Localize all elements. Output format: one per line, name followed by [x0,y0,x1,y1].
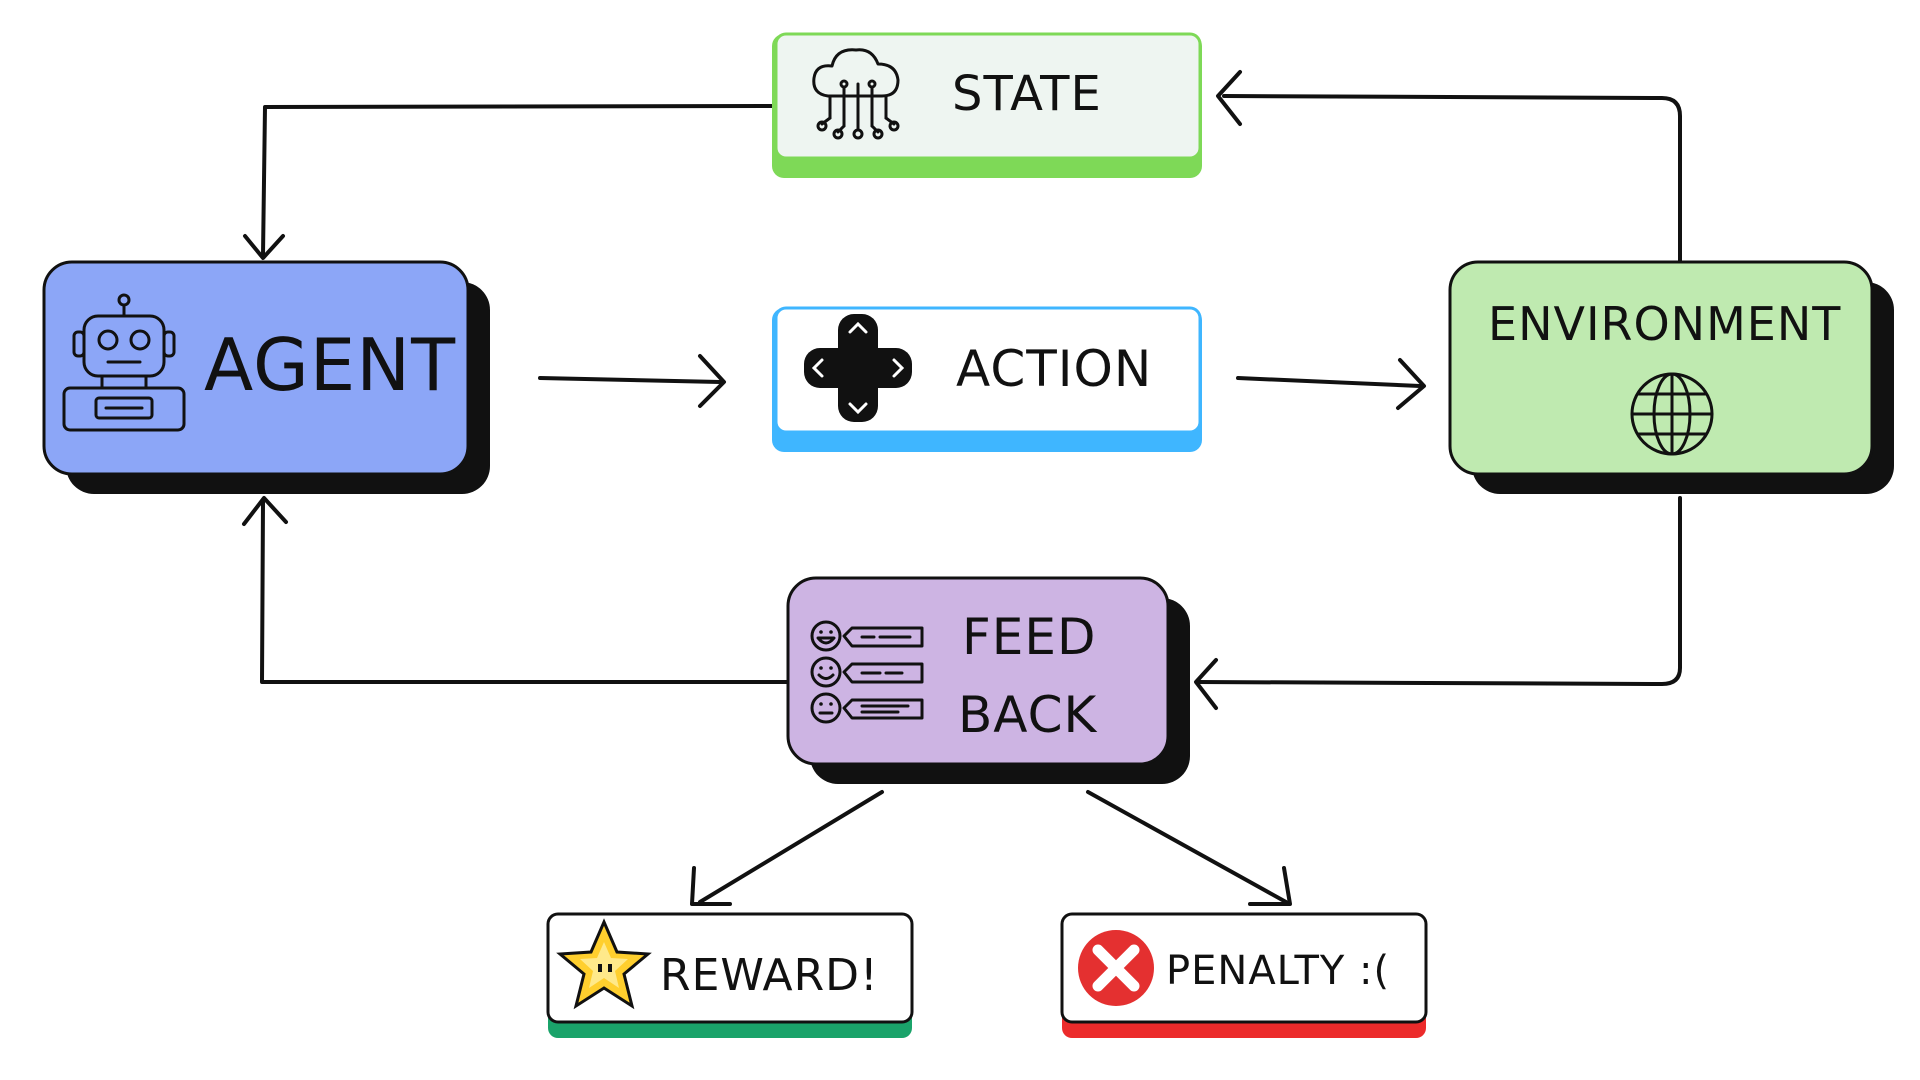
state-label: STATE [952,66,1102,122]
penalty-card-body [1060,912,1428,1024]
arrow-feedback-to-agent-head [242,496,288,526]
arrow-agent-to-action-head [698,354,726,408]
arrow-action-to-environment [1236,376,1422,388]
action-card-body [774,306,1202,434]
star-icon [556,918,652,1010]
penalty-label: PENALTY :( [1166,948,1390,994]
action-card: ACTION [772,306,1202,452]
reward-card: REWARD! [546,912,914,1038]
reward-card-body [546,912,914,1024]
environment-card-body [1448,260,1874,476]
arrow-state-to-agent-head [243,234,285,260]
agent-card: AGENT [42,260,490,494]
arrow-environment-to-state [1222,94,1682,264]
feedback-label-line2: BACK [958,686,1098,744]
globe-icon [1630,372,1714,456]
arrow-feedback-to-reward-head [690,866,732,906]
cloud-circuit-icon [812,48,900,140]
arrow-environment-to-feedback [1196,496,1682,686]
agent-label: AGENT [204,323,456,407]
connectors [242,70,1682,906]
penalty-card: PENALTY :( [1060,912,1428,1038]
reward-label: REWARD! [660,950,879,1001]
arrow-environment-to-feedback-head [1194,658,1218,710]
arrow-agent-to-action [538,376,722,384]
feedback-label-line1: FEED [962,608,1096,666]
arrow-feedback-to-penalty [1086,790,1288,904]
arrow-feedback-to-penalty-head [1248,866,1292,906]
state-card: STATE [772,32,1202,178]
action-label: ACTION [956,340,1152,398]
robot-icon [62,293,186,432]
arrow-action-to-environment-head [1396,358,1426,410]
arrow-environment-to-state-head [1216,70,1242,126]
arrow-state-to-agent [261,104,774,257]
x-circle-icon [1078,930,1154,1006]
arrow-feedback-to-agent [260,500,790,684]
feedback-faces-icon [810,620,924,724]
environment-label: ENVIRONMENT [1488,297,1841,351]
arrow-feedback-to-reward [698,790,884,904]
feedback-card: FEED BACK [786,576,1190,784]
environment-card: ENVIRONMENT [1448,260,1894,494]
dpad-icon [804,314,912,422]
